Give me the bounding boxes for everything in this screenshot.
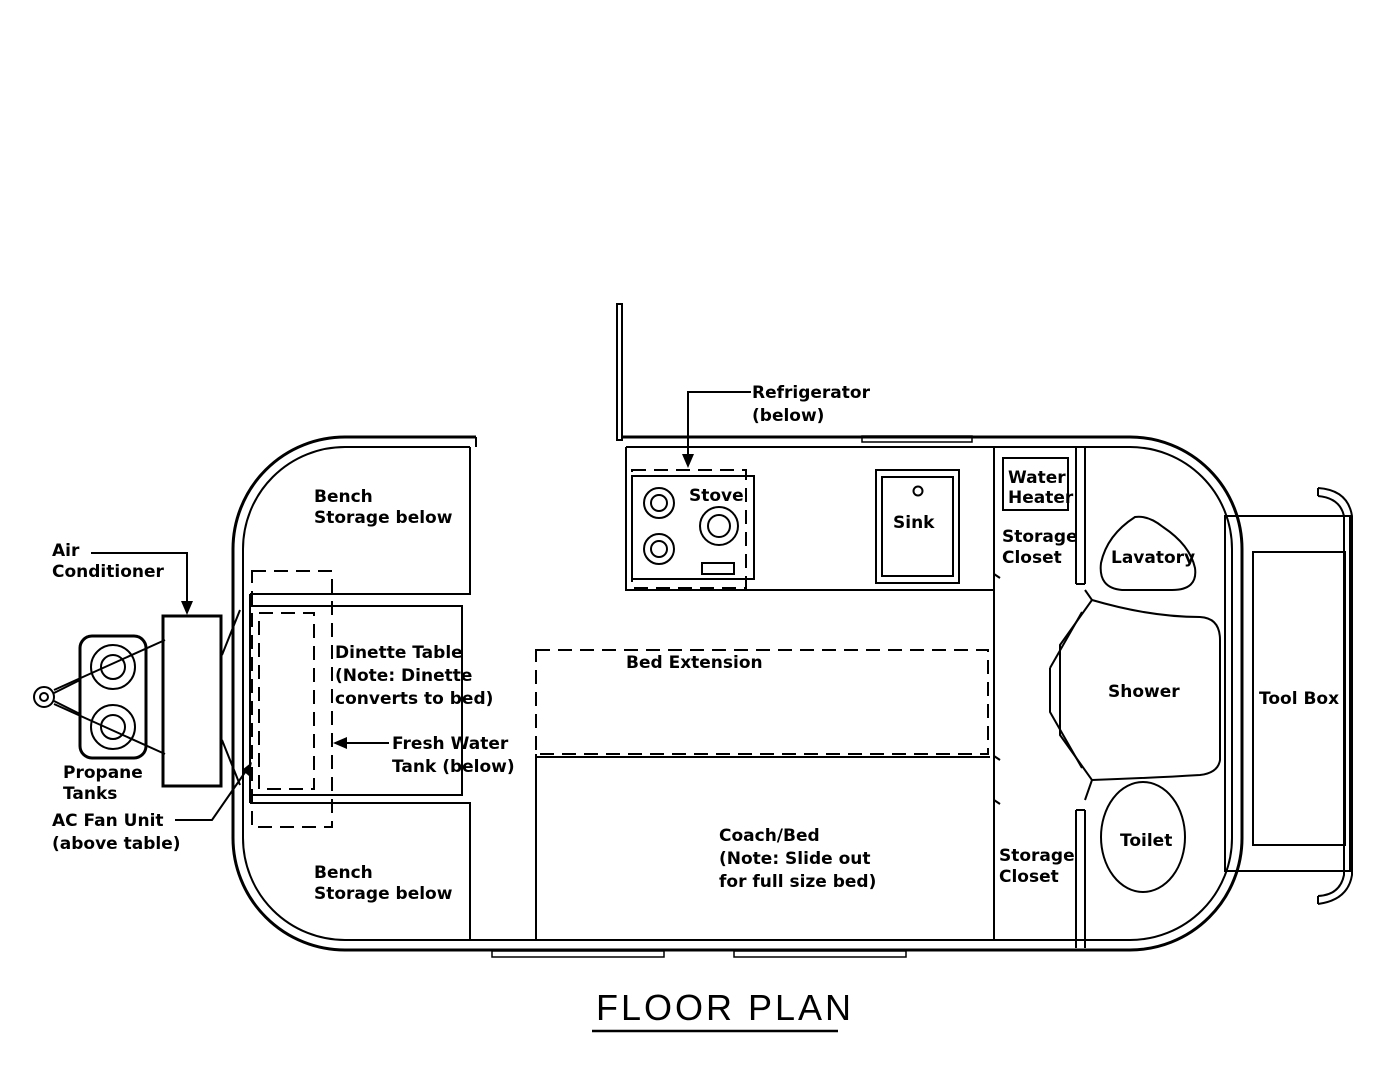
svg-text:Closet: Closet	[1002, 548, 1062, 568]
window-bottom-left	[491, 950, 665, 958]
page-title: FLOOR PLAN	[596, 987, 854, 1028]
sink-basin	[875, 469, 960, 584]
svg-text:Dinette Table: Dinette Table	[335, 643, 463, 663]
svg-text:Water: Water	[1008, 468, 1066, 488]
toilet-label: Toilet	[1120, 831, 1172, 851]
air-conditioner-label: Air Conditioner	[52, 541, 165, 582]
svg-text:Conditioner: Conditioner	[52, 562, 165, 582]
trailer-shell	[231, 303, 1244, 958]
ac-fan-unit-label: AC Fan Unit (above table)	[52, 811, 181, 854]
entry-door	[616, 303, 623, 441]
svg-text:(above table): (above table)	[52, 834, 181, 854]
galley	[625, 447, 995, 591]
svg-text:converts to bed): converts to bed)	[335, 689, 493, 709]
svg-text:Coach/Bed: Coach/Bed	[719, 826, 820, 846]
fresh-water-tank-label: Fresh Water Tank (below)	[392, 734, 515, 777]
water-heater-box	[1002, 457, 1069, 511]
window-top	[861, 435, 973, 443]
lavatory-label: Lavatory	[1111, 548, 1195, 568]
svg-text:(below): (below)	[752, 406, 824, 426]
svg-text:Storage below: Storage below	[314, 508, 453, 528]
bed-extension-outline	[535, 649, 989, 755]
toilet-shape	[1100, 781, 1186, 893]
svg-text:Storage: Storage	[1002, 527, 1078, 547]
svg-text:Fresh Water: Fresh Water	[392, 734, 509, 754]
propane-tanks-label: Propane Tanks	[63, 763, 143, 804]
svg-text:Refrigerator: Refrigerator	[752, 383, 871, 403]
svg-text:Propane: Propane	[63, 763, 143, 783]
bed-extension-label: Bed Extension	[626, 653, 763, 673]
svg-text:Bench: Bench	[314, 863, 373, 883]
svg-text:Heater: Heater	[1008, 488, 1074, 508]
svg-text:Storage below: Storage below	[314, 884, 453, 904]
refrigerator-label: Refrigerator (below)	[752, 383, 871, 426]
svg-text:Storage: Storage	[999, 846, 1075, 866]
tool-box-label: Tool Box	[1259, 689, 1339, 709]
svg-text:(Note: Slide out: (Note: Slide out	[719, 849, 870, 869]
svg-text:AC Fan Unit: AC Fan Unit	[52, 811, 164, 831]
bench-storage-top-label: Bench Storage below	[314, 487, 453, 528]
storage-closet-bottom-label: Storage Closet	[999, 846, 1075, 887]
coach-bed-label: Coach/Bed (Note: Slide out for full size…	[719, 826, 876, 892]
storage-closet-top-label: Storage Closet	[1002, 527, 1078, 568]
svg-text:(Note: Dinette: (Note: Dinette	[335, 666, 472, 686]
svg-text:for full size bed): for full size bed)	[719, 872, 876, 892]
window-bottom-right	[733, 950, 907, 958]
shower-label: Shower	[1108, 682, 1180, 702]
svg-text:Tank (below): Tank (below)	[392, 757, 515, 777]
leader-lines	[91, 391, 751, 821]
svg-text:Bench: Bench	[314, 487, 373, 507]
tool-box-assembly	[1224, 487, 1353, 905]
svg-text:Tanks: Tanks	[63, 784, 117, 804]
stove-label: Stove	[689, 486, 744, 506]
lavatory-shape	[1099, 515, 1197, 591]
stove-burners	[643, 487, 739, 575]
propane-tanks-shape	[78, 634, 148, 760]
water-heater-label: Water Heater	[1008, 468, 1074, 508]
svg-text:Air: Air	[52, 541, 80, 561]
svg-text:Closet: Closet	[999, 867, 1059, 887]
air-conditioner-unit	[161, 614, 223, 788]
dinette-table-label: Dinette Table (Note: Dinette converts to…	[335, 643, 493, 709]
bathroom	[1049, 515, 1221, 893]
sink-label: Sink	[893, 513, 935, 533]
bench-storage-bottom-label: Bench Storage below	[314, 863, 453, 904]
closets	[993, 447, 1086, 948]
dinette-area	[249, 447, 471, 940]
